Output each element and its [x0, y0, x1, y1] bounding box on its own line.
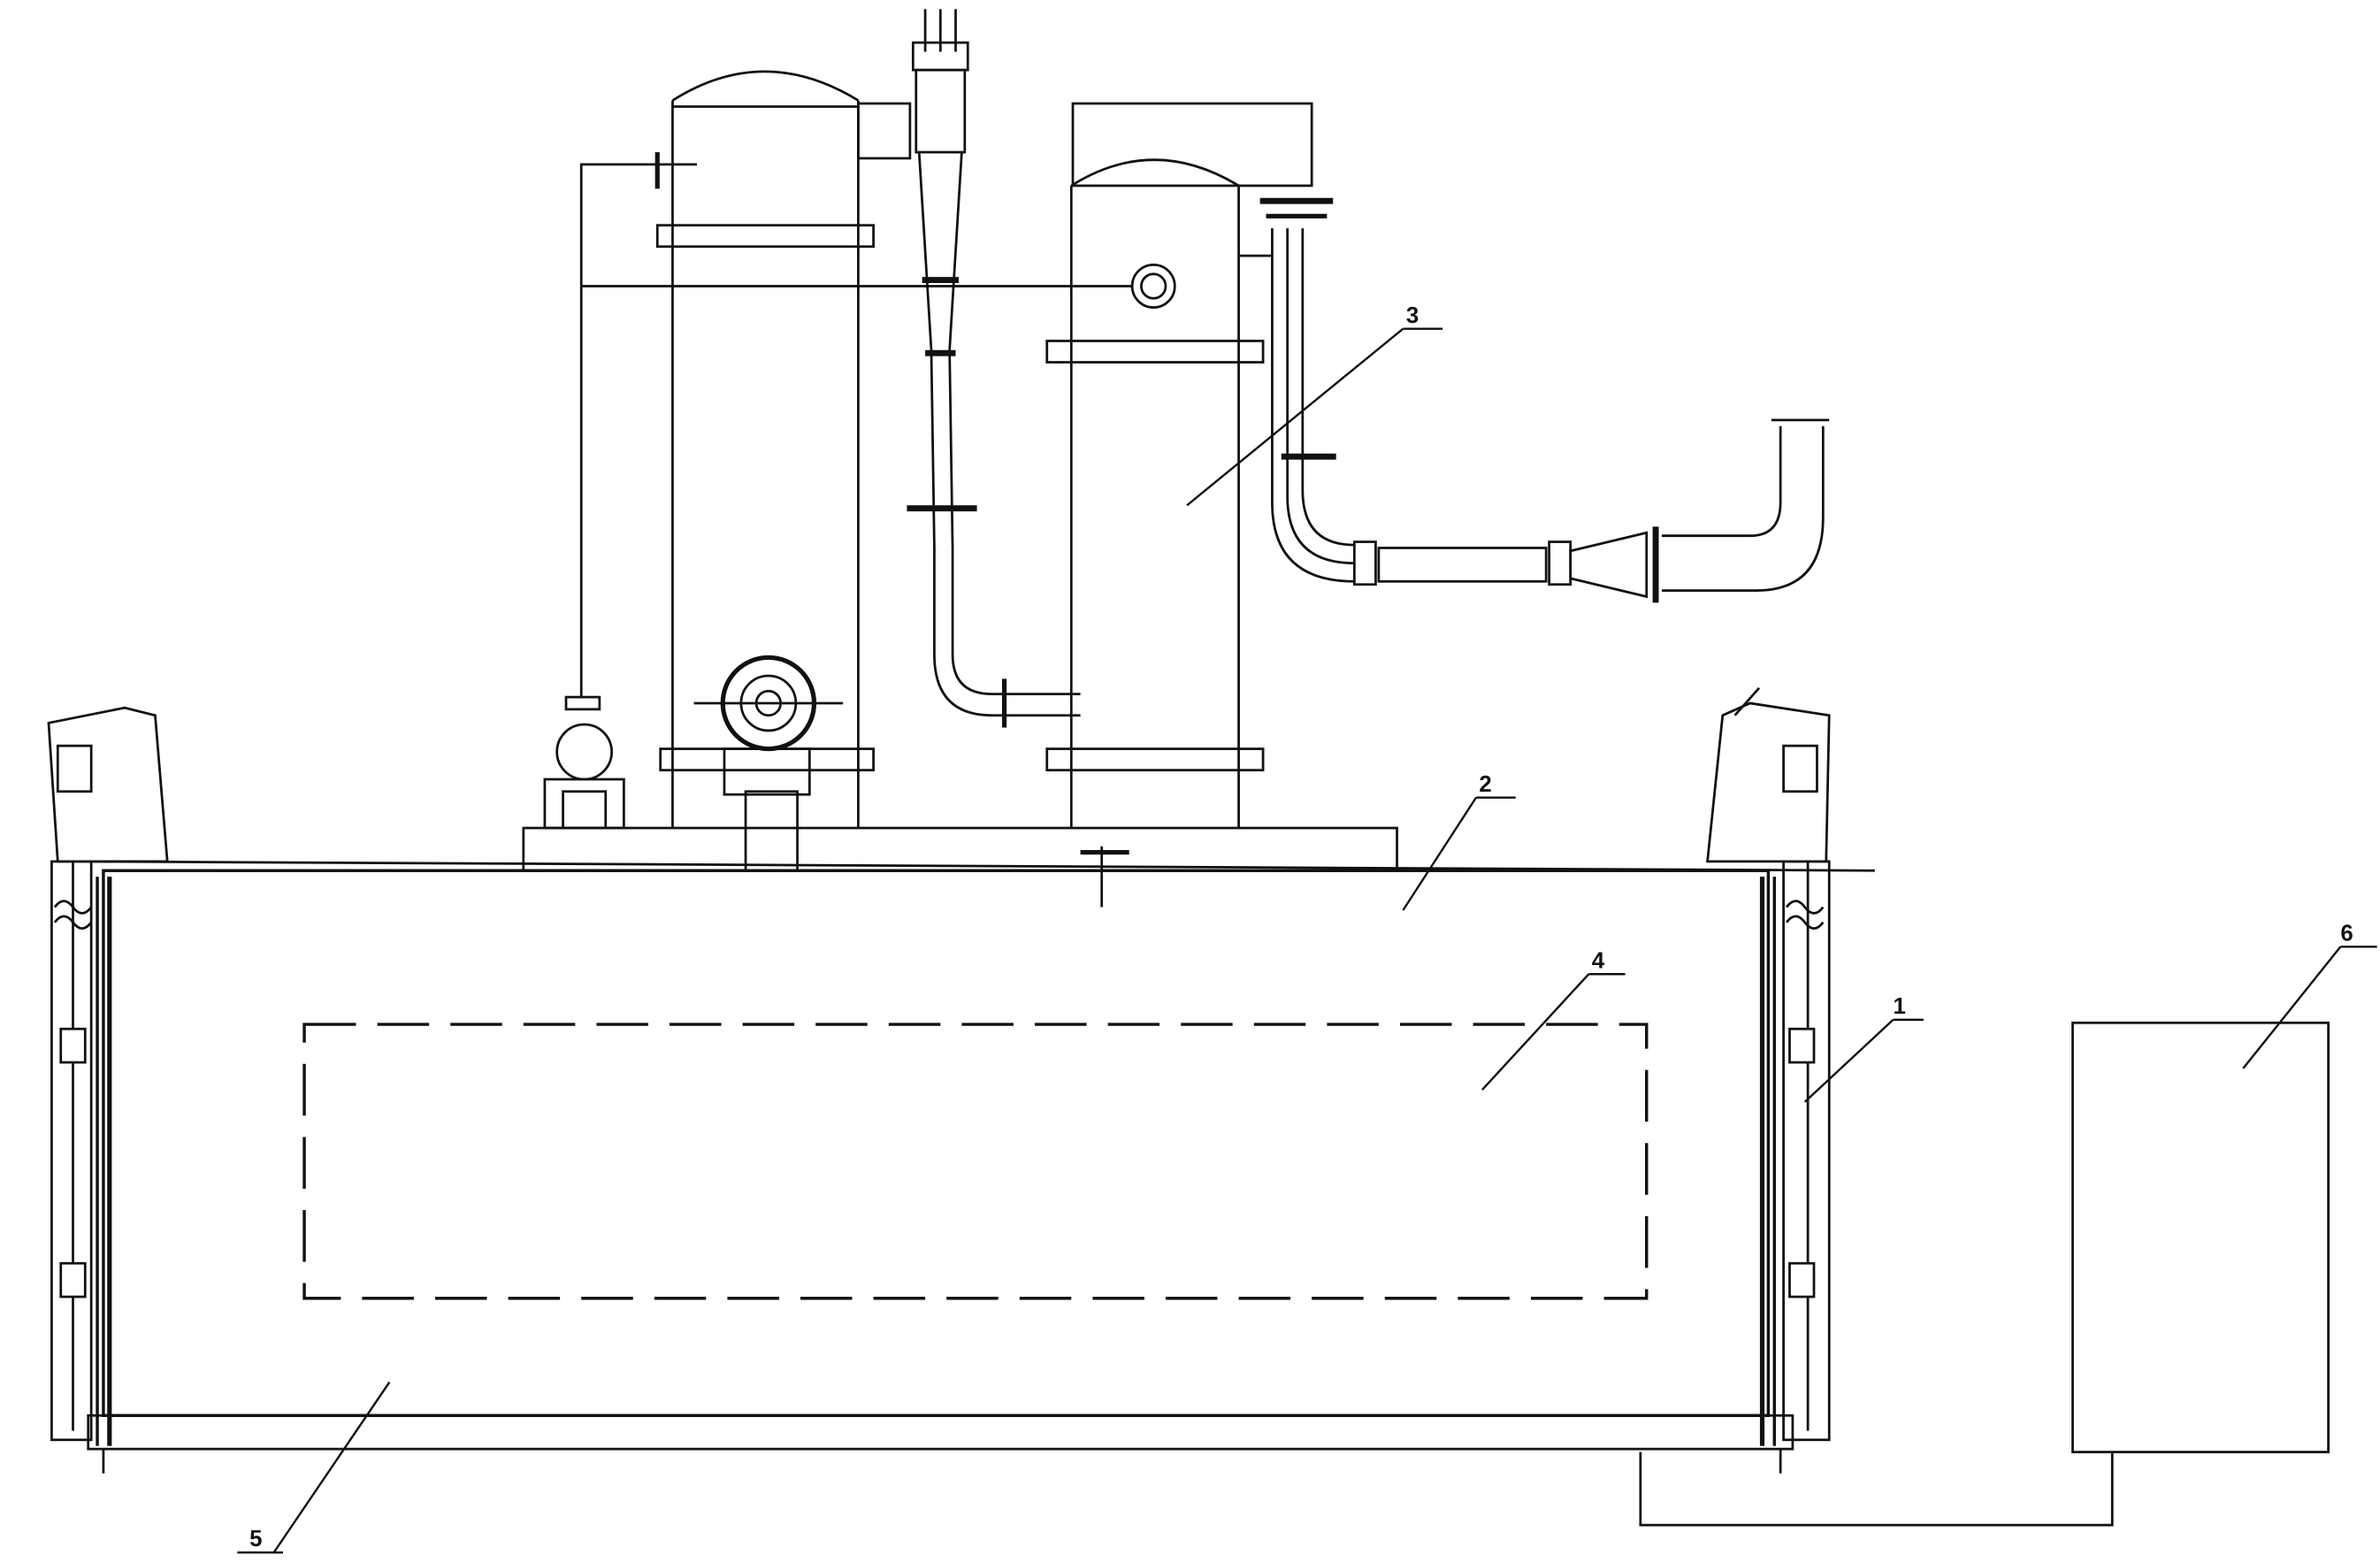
label-vacuum-unit: 3 [1406, 303, 1419, 328]
left-door [47, 706, 169, 1446]
label-workpiece-zone: 4 [1592, 948, 1605, 973]
left-pump [543, 152, 1133, 830]
right-piping [1259, 197, 1830, 603]
top-platform [522, 790, 1398, 908]
right-vessel [1045, 102, 1313, 829]
leader-lines [237, 327, 2377, 1554]
ejector-tube [907, 9, 1081, 728]
control-cabinet [1639, 1021, 2330, 1527]
main-chamber [87, 860, 1875, 1474]
label-control-cabinet: 6 [2340, 921, 2353, 946]
label-base: 5 [249, 1527, 262, 1552]
workpiece-zone [302, 1023, 1649, 1300]
right-door [1706, 686, 1831, 1446]
fan-unit [693, 655, 844, 796]
label-door: 1 [1893, 994, 1905, 1019]
left-vessel [655, 70, 912, 829]
label-chamber: 2 [1479, 772, 1491, 797]
